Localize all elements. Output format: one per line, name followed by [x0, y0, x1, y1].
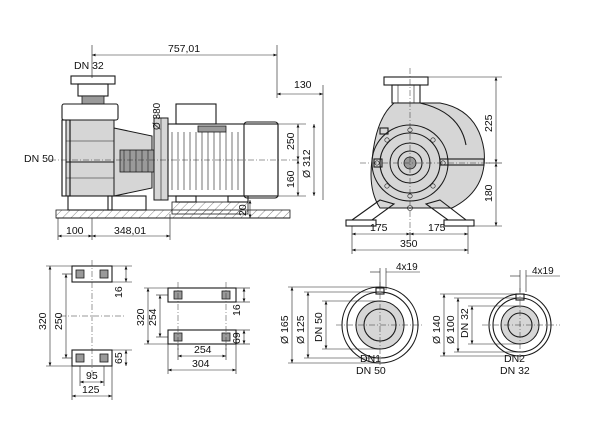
right-foot-width-total-label: 304: [192, 358, 210, 370]
dn2-outer-diameter-label: Ø 140: [431, 315, 443, 344]
front-half-right-label: 175: [428, 222, 446, 234]
right-foot-side-dim-label: 16: [231, 304, 243, 316]
left-foot-bottom-dim-label: 65: [113, 352, 125, 364]
motor-overhang-label: 130: [294, 79, 312, 91]
front-view: 225 180 175 175 350: [345, 68, 502, 254]
dn1-label: DN1: [360, 353, 381, 365]
right-foot-bottom-dim-label: 69: [231, 332, 243, 344]
base-height-label: 20: [237, 204, 249, 216]
front-upper-height-label: 225: [483, 114, 495, 132]
left-offset-label: 100: [66, 225, 84, 237]
front-total-width-label: 350: [400, 238, 418, 250]
dn2-bolt-diameter-label: Ø 100: [445, 315, 457, 344]
foot-plate-right: 320 254 16 69 254 304: [135, 282, 250, 374]
motor-diameter-label: Ø 380: [152, 102, 163, 130]
dn2-holes-label: 4x19: [532, 266, 554, 277]
right-foot-height-inner-label: 254: [147, 308, 159, 326]
foot-spacing-label: 348,01: [114, 225, 146, 237]
motor-body-diameter-label: Ø 312: [301, 149, 313, 178]
flange-dn1: 4x19 Ø 165 Ø 125 DN 50 DN1 DN 50: [279, 262, 424, 377]
motor-fins: [171, 132, 239, 190]
left-foot-height-inner-label: 250: [53, 312, 65, 330]
upper-height-label: 250: [285, 132, 297, 150]
front-half-left-label: 175: [370, 222, 388, 234]
left-foot-height-total-label: 320: [37, 312, 49, 330]
flange-dn2: 4x19 Ø 140 Ø 100 DN 32 DN2 DN 32: [431, 266, 560, 377]
outlet-label: DN 32: [74, 60, 104, 72]
left-foot-top-dim-label: 16: [113, 286, 125, 298]
foot-plate-left: 320 250 16 65 95 125: [37, 260, 132, 400]
dn2-inner-diameter-label: DN 32: [459, 308, 471, 338]
inlet-label: DN 50: [24, 153, 54, 165]
right-foot-width-inner-label: 254: [194, 344, 212, 356]
front-lower-height-label: 180: [483, 184, 495, 202]
left-foot-width-inner-label: 95: [86, 370, 98, 382]
dn1-size-label: DN 50: [356, 365, 386, 377]
overall-length-label: 757,01: [168, 43, 200, 55]
lower-height-label: 160: [285, 170, 297, 188]
dn2-size-label: DN 32: [500, 365, 530, 377]
dn1-inner-diameter-label: DN 50: [313, 312, 325, 342]
dn1-holes-label: 4x19: [396, 262, 418, 273]
dn1-bolt-diameter-label: Ø 125: [295, 315, 307, 344]
left-foot-width-total-label: 125: [82, 384, 100, 396]
dn1-outer-diameter-label: Ø 165: [279, 315, 291, 344]
side-view: 757,01 130 DN 32 DN 50: [24, 43, 324, 240]
right-foot-height-total-label: 320: [135, 308, 147, 326]
dn2-label: DN2: [504, 353, 525, 365]
